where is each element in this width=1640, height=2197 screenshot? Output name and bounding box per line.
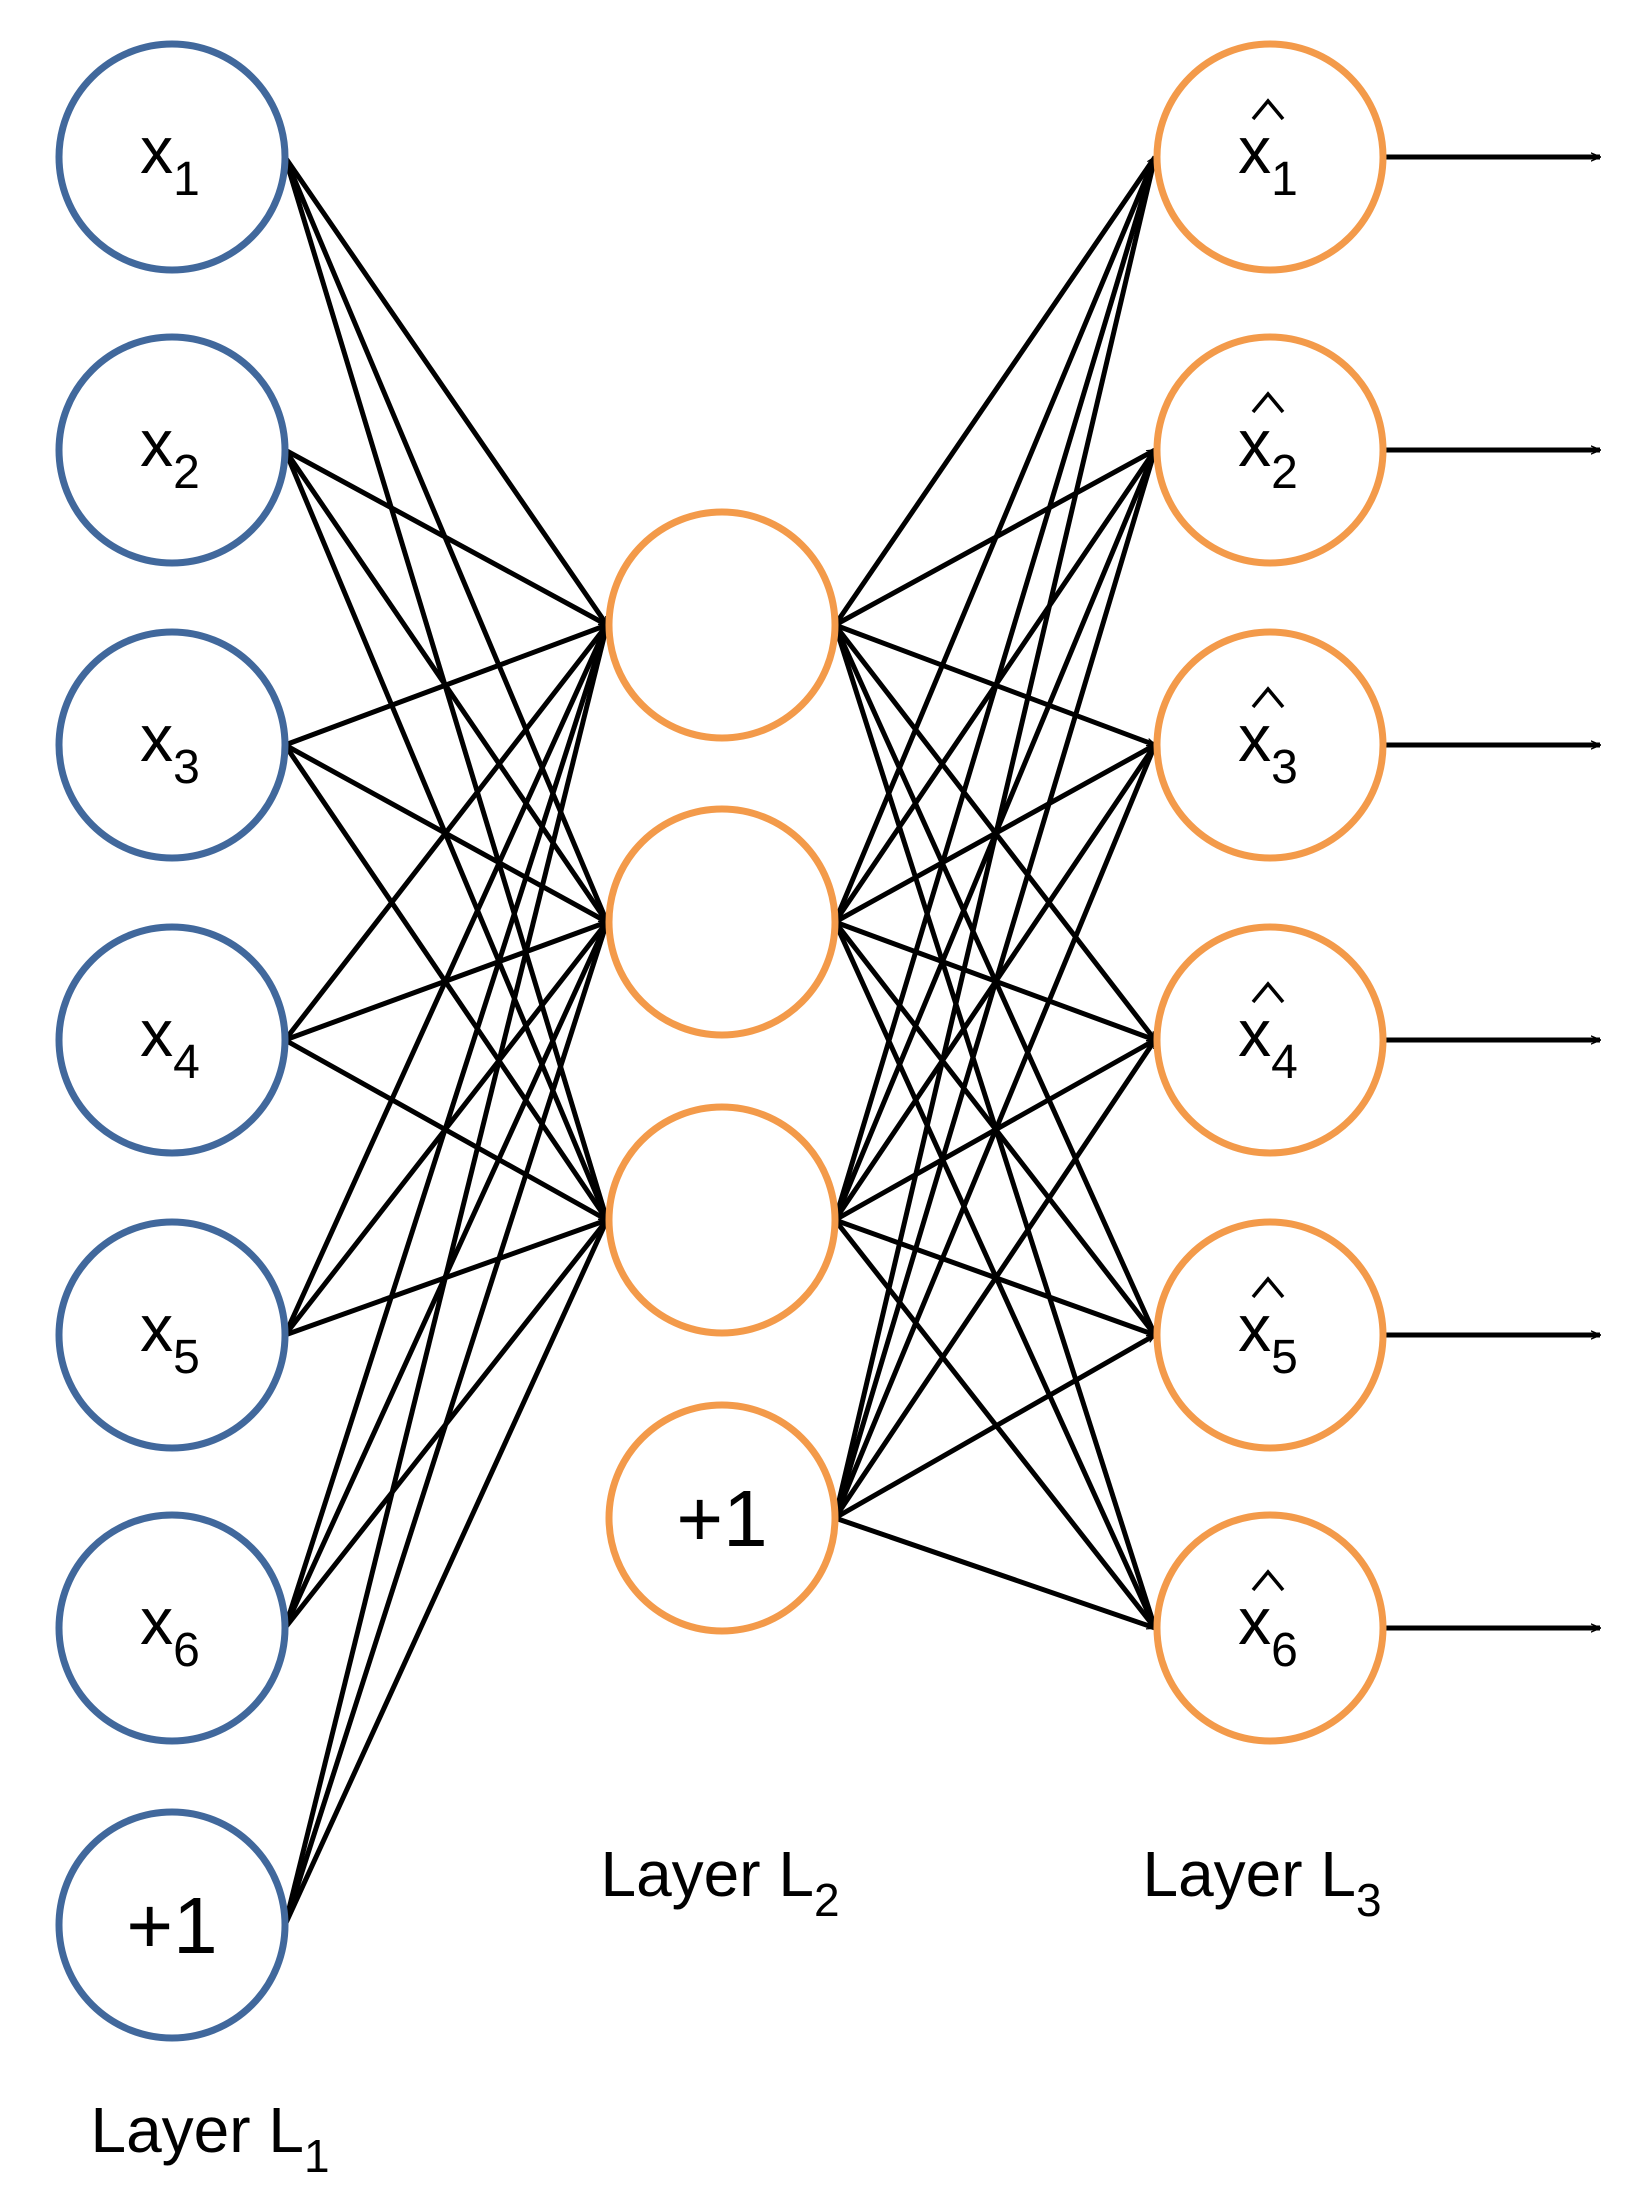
edge-l1-5-l2-1 xyxy=(282,625,610,1337)
variable-label: x6 xyxy=(140,1584,200,1677)
node-l1-7: +1 xyxy=(55,1808,289,2042)
variable-label: x5 xyxy=(140,1291,200,1384)
variable-label: x3 xyxy=(140,701,200,794)
node-l3-4: x4 xyxy=(1153,923,1387,1157)
bias-label: +1 xyxy=(676,1474,767,1563)
bias-label: +1 xyxy=(126,1881,217,1970)
hat-accent xyxy=(1251,1276,1285,1299)
nodes: x1 x2 x3 x4 x5 x6 +1 +1 x1 x2 x3 x4 x5 x6 xyxy=(55,40,1387,2042)
node-l3-6: x6 xyxy=(1153,1511,1387,1745)
hat-accent xyxy=(1251,98,1285,121)
node-l2-3 xyxy=(605,1103,839,1337)
variable-label: x6 xyxy=(1238,1584,1298,1677)
edge-l2-4-l3-2 xyxy=(832,450,1158,1519)
edge-l2-4-l3-5 xyxy=(833,1332,1155,1521)
node-circle xyxy=(55,923,289,1157)
node-circle xyxy=(55,333,289,567)
node-l1-1: x1 xyxy=(55,40,289,274)
edge-l2-4-l3-4 xyxy=(832,1040,1158,1520)
node-circle xyxy=(55,1511,289,1745)
edge-l2-1-l3-1 xyxy=(832,157,1158,627)
node-l2-1 xyxy=(605,508,839,742)
node-circle xyxy=(1153,333,1387,567)
node-circle xyxy=(605,805,839,1039)
node-l1-5: x5 xyxy=(55,1218,289,1452)
hat-accent xyxy=(1251,686,1285,709)
variable-label: x4 xyxy=(140,996,200,1089)
node-l3-1: x1 xyxy=(1153,40,1387,274)
node-l1-4: x4 xyxy=(55,923,289,1157)
node-l1-3: x3 xyxy=(55,628,289,862)
node-circle xyxy=(1153,923,1387,1157)
edge-l1-7-l2-2 xyxy=(282,922,610,1926)
node-l3-2: x2 xyxy=(1153,333,1387,567)
node-circle xyxy=(605,1401,839,1635)
node-circle xyxy=(55,40,289,274)
edge-l2-4-l3-6 xyxy=(834,1515,1155,1631)
layer-label-l2: Layer L2 xyxy=(600,1838,839,1926)
layer-label-l1: Layer L1 xyxy=(90,2094,329,2182)
edge-l1-4-l2-1 xyxy=(283,625,609,1042)
edge-l1-3-l2-1 xyxy=(284,622,607,748)
variable-label: x2 xyxy=(140,406,200,499)
edge-l1-2-l2-1 xyxy=(283,447,607,628)
node-l1-2: x2 xyxy=(55,333,289,567)
node-circle xyxy=(55,1808,289,2042)
layer-label-l3: Layer L3 xyxy=(1142,1838,1381,1926)
node-circle xyxy=(55,628,289,862)
edge-l2-3-l3-1 xyxy=(832,157,1158,1221)
variable-label: x2 xyxy=(1238,406,1298,499)
variable-label: x4 xyxy=(1238,996,1298,1089)
hat-accent xyxy=(1251,391,1285,414)
node-circle xyxy=(1153,40,1387,274)
edge-l1-7-l2-1 xyxy=(282,625,610,1926)
node-circle xyxy=(1153,1218,1387,1452)
variable-label: x1 xyxy=(140,113,200,206)
hat-accent xyxy=(1251,981,1285,1004)
node-circle xyxy=(55,1218,289,1452)
node-circle xyxy=(605,508,839,742)
node-circle xyxy=(1153,1511,1387,1745)
node-l2-4: +1 xyxy=(605,1401,839,1635)
edges xyxy=(282,155,1600,1927)
edge-l1-1-l2-1 xyxy=(282,155,610,625)
node-circle xyxy=(605,1103,839,1337)
edge-l1-7-l2-3 xyxy=(282,1220,610,1927)
variable-label: x1 xyxy=(1238,113,1298,206)
variable-label: x3 xyxy=(1238,701,1298,794)
variable-label: x5 xyxy=(1238,1291,1298,1384)
node-l1-6: x6 xyxy=(55,1511,289,1745)
node-l3-5: x5 xyxy=(1153,1218,1387,1452)
node-l3-3: x3 xyxy=(1153,628,1387,862)
edge-l1-6-l2-1 xyxy=(282,625,610,1629)
edge-l2-4-l3-1 xyxy=(832,157,1158,1519)
layer-labels: Layer L1 Layer L2 Layer L3 xyxy=(90,1838,1381,2182)
edge-l2-4-l3-3 xyxy=(832,745,1158,1519)
hat-accent xyxy=(1251,1569,1285,1592)
edge-l2-2-l3-1 xyxy=(832,157,1158,923)
node-circle xyxy=(1153,628,1387,862)
node-l2-2 xyxy=(605,805,839,1039)
